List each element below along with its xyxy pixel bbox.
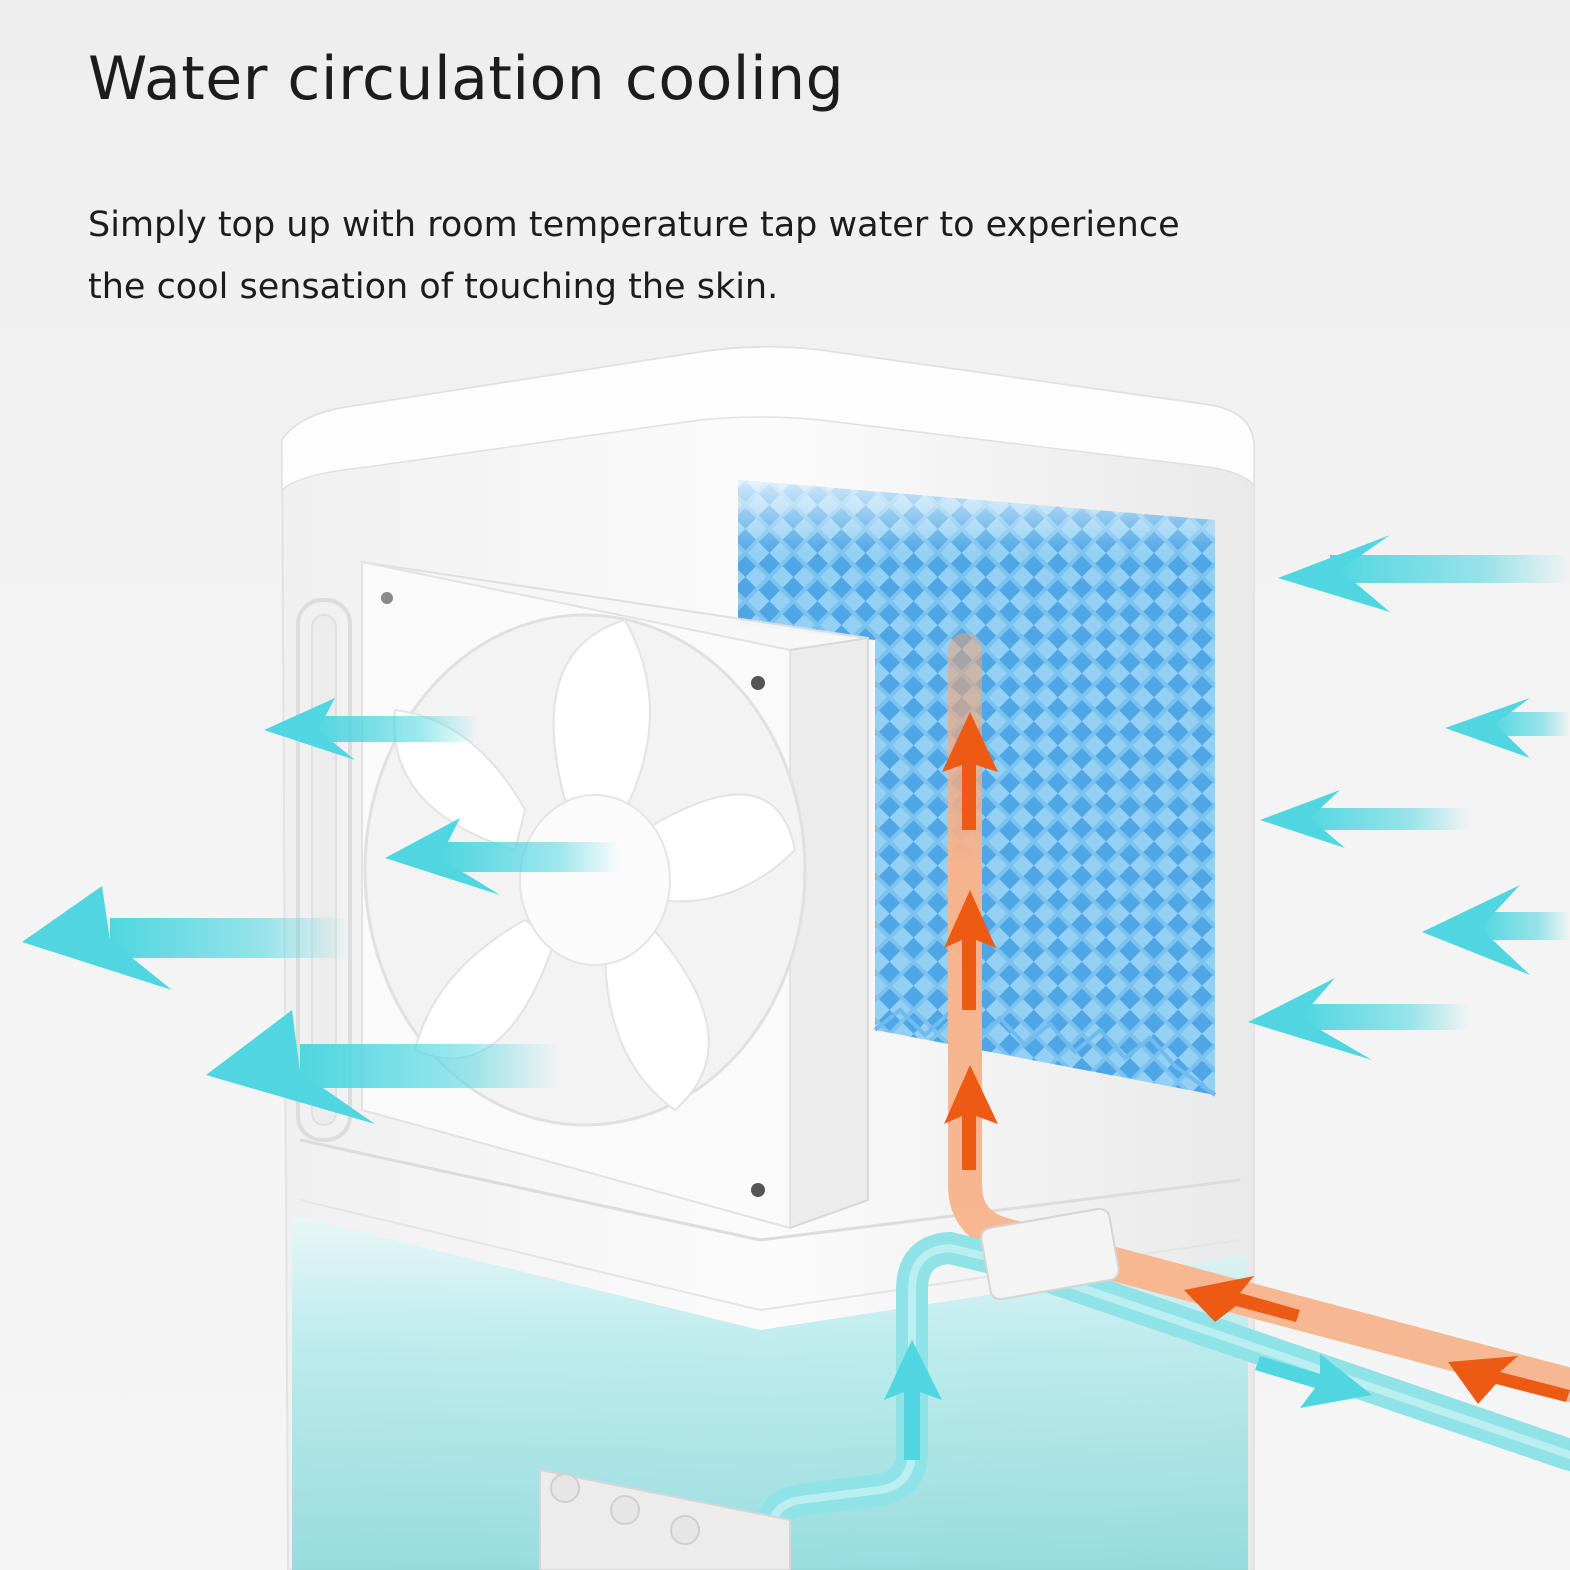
water-arrow-up-3 <box>944 1065 998 1170</box>
water-pipes <box>754 633 1570 1570</box>
air-arrow-out-2 <box>385 818 620 895</box>
cool-air-arrows-outgoing <box>22 698 620 1124</box>
warm-water-flow-arrows <box>942 712 1570 1404</box>
air-arrow-in-3 <box>1260 790 1470 848</box>
water-arrow-left-1 <box>1184 1276 1300 1322</box>
cool-water-flow-arrows <box>884 1340 1372 1460</box>
air-arrow-out-1 <box>264 698 480 760</box>
pump-block <box>539 1468 791 1570</box>
fan-unit <box>361 560 869 1230</box>
page-title: Water circulation cooling <box>88 44 845 114</box>
air-arrow-in-2 <box>1445 698 1570 758</box>
air-arrow-in-1 <box>1278 535 1570 612</box>
water-arrow-supply-up <box>884 1340 942 1460</box>
air-arrow-in-5 <box>1248 978 1470 1060</box>
water-arrow-left-2 <box>1448 1356 1570 1404</box>
water-tank <box>292 1215 1248 1570</box>
air-arrow-out-4 <box>206 1010 560 1124</box>
water-arrow-supply-right <box>1255 1354 1372 1408</box>
water-arrow-up-1 <box>942 712 998 830</box>
cool-air-arrows-incoming <box>1248 535 1570 1060</box>
water-arrow-up-2 <box>944 890 996 1010</box>
air-arrow-in-4 <box>1422 885 1570 975</box>
air-arrow-out-3 <box>22 886 350 990</box>
page-description: Simply top up with room temperature tap … <box>88 205 1180 307</box>
